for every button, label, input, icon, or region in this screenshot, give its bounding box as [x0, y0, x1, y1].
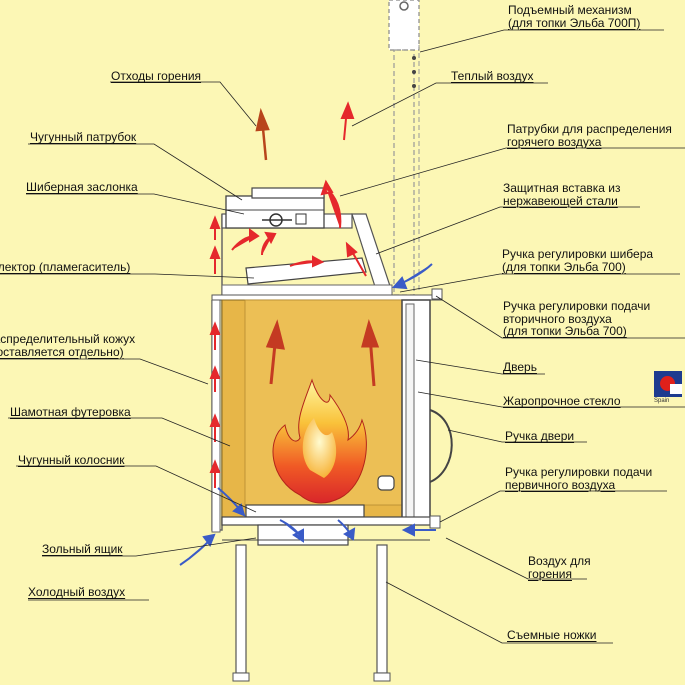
- cold-air-arrows: [179, 263, 437, 566]
- label-cast-iron-pipe: Чугунный патрубок: [30, 130, 137, 144]
- label-distribution-casing-line1: Распределительный кожух: [0, 332, 136, 346]
- brand-logo-cut: [670, 384, 682, 394]
- label-distribution-casing-line2: (поставляется отдельно): [0, 344, 124, 359]
- label-combustion-air-line2: горения: [528, 566, 572, 581]
- label-warm-air: Теплый воздух: [451, 69, 534, 83]
- flame: [272, 378, 367, 504]
- label-damper: Шиберная заслонка: [26, 180, 138, 194]
- label-damper-handle-line1: Ручка регулировки шибера: [502, 247, 654, 261]
- label-chamotte-lining: Шамотная футеровка: [10, 405, 131, 419]
- label-cast-iron-grate: Чугунный колосник: [18, 453, 125, 467]
- label-damper-handle: Ручка регулировки шибера (для топки Эльб…: [502, 248, 653, 273]
- label-door-handle: Ручка двери: [505, 429, 575, 443]
- label-damper-handle-line2: (для топки Эльба 700): [502, 259, 626, 274]
- label-combustion-waste: Отходы горения: [111, 69, 202, 83]
- label-protective-insert-line2: нержавеющей стали: [503, 193, 618, 208]
- label-secondary-air-handle-line1: Ручка регулировки подачи: [503, 299, 651, 313]
- brand-logo: Spain: [654, 371, 684, 407]
- leader-lines: [0, 29, 685, 644]
- label-lifting-mechanism-line2: (для топки Эльба 700П): [508, 15, 641, 30]
- label-cold-air: Холодный воздух: [28, 585, 126, 599]
- label-hot-air-pipes-line1: Патрубки для распределения: [507, 122, 672, 136]
- label-lifting-mechanism: Подъемный механизм (для топки Эльба 700П…: [508, 4, 640, 29]
- label-removable-legs: Съемные ножки: [507, 628, 597, 642]
- label-combustion-air: Воздух для горения: [528, 555, 591, 580]
- label-secondary-air-handle: Ручка регулировки подачи вторичного возд…: [503, 300, 650, 338]
- label-distribution-casing: Распределительный кожух (поставляется от…: [0, 333, 135, 358]
- label-primary-air-handle-line1: Ручка регулировки подачи: [505, 465, 653, 479]
- hot-air-arrows: [209, 101, 380, 488]
- label-heat-resistant-glass: Жаропрочное стекло: [503, 394, 621, 408]
- label-combustion-air-line1: Воздух для: [528, 554, 591, 568]
- label-secondary-air-handle-line3: (для топки Эльба 700): [503, 324, 627, 338]
- label-protective-insert: Защитная вставка из нержавеющей стали: [503, 182, 621, 207]
- brand-logo-text: Spain: [654, 398, 670, 404]
- label-door: Дверь: [503, 360, 537, 374]
- label-primary-air-handle: Ручка регулировки подачи первичного возд…: [505, 466, 652, 491]
- label-ash-box: Зольный ящик: [42, 542, 123, 556]
- label-lifting-mechanism-line1: Подъемный механизм: [508, 3, 632, 17]
- chimney-column: [388, 0, 420, 296]
- label-secondary-air-handle-line2: вторичного воздуха: [503, 311, 612, 326]
- label-reflector: Рефлектор (пламегаситель): [0, 260, 131, 274]
- label-protective-insert-line1: Защитная вставка из: [503, 181, 621, 195]
- exhaust-arrows: [255, 107, 270, 161]
- label-hot-air-pipes-line2: горячего воздуха: [507, 134, 602, 149]
- label-hot-air-pipes: Патрубки для распределения горячего возд…: [507, 123, 672, 148]
- label-primary-air-handle-line2: первичного воздуха: [505, 477, 616, 492]
